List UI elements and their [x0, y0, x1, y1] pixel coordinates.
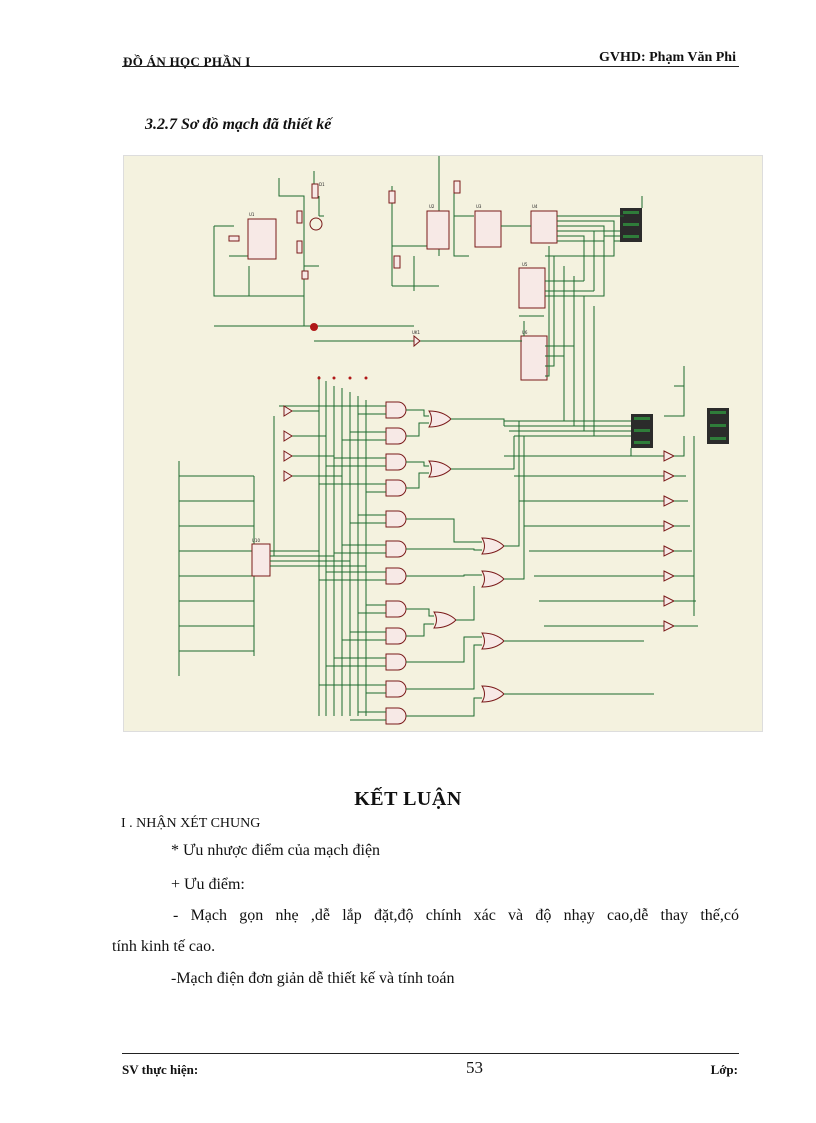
svg-text:UK1: UK1 — [412, 330, 421, 335]
conclusion-subheading: I . NHẬN XÉT CHUNG — [121, 816, 261, 831]
section-title: 3.2.7 Sơ đồ mạch đã thiết kế — [145, 116, 332, 133]
conclusion-line-5: -Mạch điện đơn giản dễ thiết kế và tính … — [171, 970, 455, 987]
svg-text:U4: U4 — [532, 204, 538, 209]
and-gates — [319, 401, 407, 725]
conclusion-line-4: tính kinh tế cao. — [112, 938, 216, 955]
page-number: 53 — [466, 1058, 483, 1077]
output-buffers — [504, 436, 698, 632]
circuit-schematic-image: U1 D1 U2 U3 U4 U5 U6 UK1 — [123, 155, 763, 732]
svg-text:U10: U10 — [252, 538, 260, 543]
footer-student: SV thực hiện: — [122, 1062, 199, 1077]
svg-text:D1: D1 — [319, 182, 325, 187]
oscillator-block: U1 D1 — [213, 171, 414, 331]
svg-text:U6: U6 — [522, 330, 528, 335]
conclusion-line-3: - Mạch gọn nhẹ ,dễ lắp đặt,độ chính xác … — [173, 907, 739, 924]
counter-block: U2 U3 U4 — [388, 156, 558, 291]
svg-text:U3: U3 — [476, 204, 482, 209]
svg-text:U1: U1 — [249, 212, 255, 217]
conclusion-line-1: * Ưu nhược điểm của mạch điện — [171, 842, 381, 859]
header-rule — [122, 66, 739, 67]
svg-text:U5: U5 — [522, 262, 528, 267]
svg-text:U2: U2 — [429, 204, 435, 209]
seven-segment-displays — [504, 196, 729, 456]
conclusion-line-2: + Ưu điểm: — [171, 876, 245, 893]
conclusion-heading: KẾT LUẬN — [354, 788, 462, 810]
footer-rule — [122, 1053, 739, 1054]
header-title: ĐỒ ÁN HỌC PHẦN I — [123, 54, 251, 69]
logic-gate-array: U10 — [178, 376, 384, 716]
footer-class: Lớp: — [710, 1062, 738, 1077]
or-gates — [406, 409, 654, 717]
header-advisor: GVHD: Phạm Văn Phi — [598, 50, 736, 65]
decoder-chips: U5 U6 UK1 — [314, 225, 605, 381]
